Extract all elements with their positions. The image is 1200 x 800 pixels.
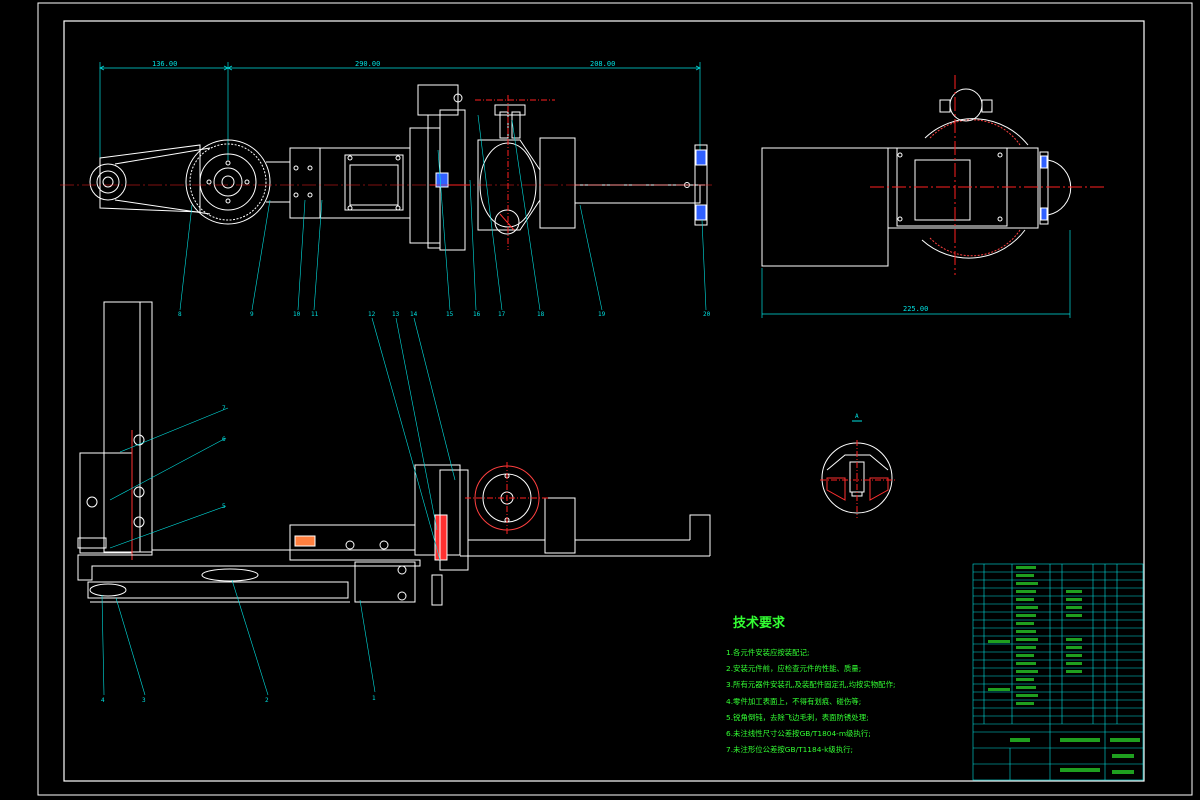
svg-text:18: 18	[537, 311, 545, 318]
svg-text:10: 10	[293, 311, 301, 318]
title-block	[972, 563, 1144, 781]
tech-item: 1.各元件安装应按装配记;	[726, 648, 810, 657]
svg-text:12: 12	[368, 311, 376, 318]
lower-block	[354, 561, 416, 603]
svg-text:13: 13	[392, 311, 400, 318]
tech-item: 5.锐角倒钝，去除飞边毛刺，表面防锈处理;	[726, 712, 869, 722]
dim-225: 225.00	[903, 305, 928, 313]
main-pulley-hub	[213, 167, 243, 197]
dim-290: 290.00	[355, 60, 380, 68]
inner-border	[63, 20, 1145, 782]
dim-136: 136.00	[152, 60, 177, 68]
tech-item: 3.所有元器件安装孔,及装配件固定孔,均按实物配作;	[726, 680, 896, 690]
svg-text:14: 14	[410, 311, 418, 318]
svg-text:20: 20	[703, 311, 711, 318]
forearm-rod	[574, 184, 701, 204]
bracket-plate	[289, 147, 321, 219]
svg-text:11: 11	[311, 311, 319, 318]
part-numbers: 8 9 10 11 15 16 17 18 19 20 12 13 14 7 6…	[101, 311, 711, 704]
svg-text:5: 5	[222, 503, 226, 510]
front-view	[77, 301, 711, 606]
tech-requirements-list: 1.各元件安装应按装配记; 2.安装元件前，应检查元件的性能、质量; 3.所有元…	[726, 645, 895, 758]
svg-text:3: 3	[142, 697, 146, 704]
arm-link-body	[99, 144, 201, 213]
leader-lines-front	[101, 317, 456, 696]
title-area	[973, 724, 1143, 780]
section-label: A	[855, 413, 859, 420]
main-pulley-ring	[199, 153, 257, 211]
outer-border	[37, 2, 1193, 796]
svg-text:1: 1	[372, 695, 376, 702]
tech-item: 6.未注线性尺寸公差按GB/T1804-m级执行;	[726, 729, 871, 739]
belt-track	[87, 581, 349, 599]
dim-208: 208.00	[590, 60, 615, 68]
svg-text:16: 16	[473, 311, 481, 318]
svg-text:9: 9	[250, 311, 254, 318]
svg-text:8: 8	[178, 311, 182, 318]
main-pulley-outer	[185, 139, 271, 225]
svg-text:15: 15	[446, 311, 454, 318]
tech-requirements-title: 技术要求	[733, 616, 786, 631]
gripper-housing	[539, 137, 576, 229]
svg-text:6: 6	[222, 436, 226, 443]
title-block-text-marks	[988, 566, 1140, 774]
vertical-column	[139, 301, 153, 553]
top-view	[60, 62, 712, 251]
tech-item: 7.未注形位公差按GB/T1184-k级执行;	[726, 745, 854, 755]
tech-item: 4.零件加工表面上，不得有划痕、碰伤等;	[726, 696, 862, 706]
left-pulley-inner	[96, 170, 120, 194]
side-view	[761, 75, 1105, 318]
left-pulley-outer	[89, 163, 127, 201]
side-arm	[761, 147, 889, 267]
parts-list-grid	[973, 564, 1143, 725]
leader-lines-top	[179, 114, 707, 311]
tech-item: 2.安装元件前，应检查元件的性能、质量;	[726, 664, 862, 674]
svg-text:17: 17	[498, 311, 506, 318]
left-pulley-hub	[102, 176, 114, 188]
section-detail	[820, 420, 895, 518]
svg-text:4: 4	[101, 697, 105, 704]
svg-text:7: 7	[222, 405, 226, 412]
base-plate	[77, 549, 421, 581]
svg-text:19: 19	[598, 311, 606, 318]
motor-cover	[344, 154, 404, 211]
dimension-line	[99, 62, 701, 180]
main-pulley-teeth	[189, 143, 267, 221]
svg-text:2: 2	[265, 697, 269, 704]
